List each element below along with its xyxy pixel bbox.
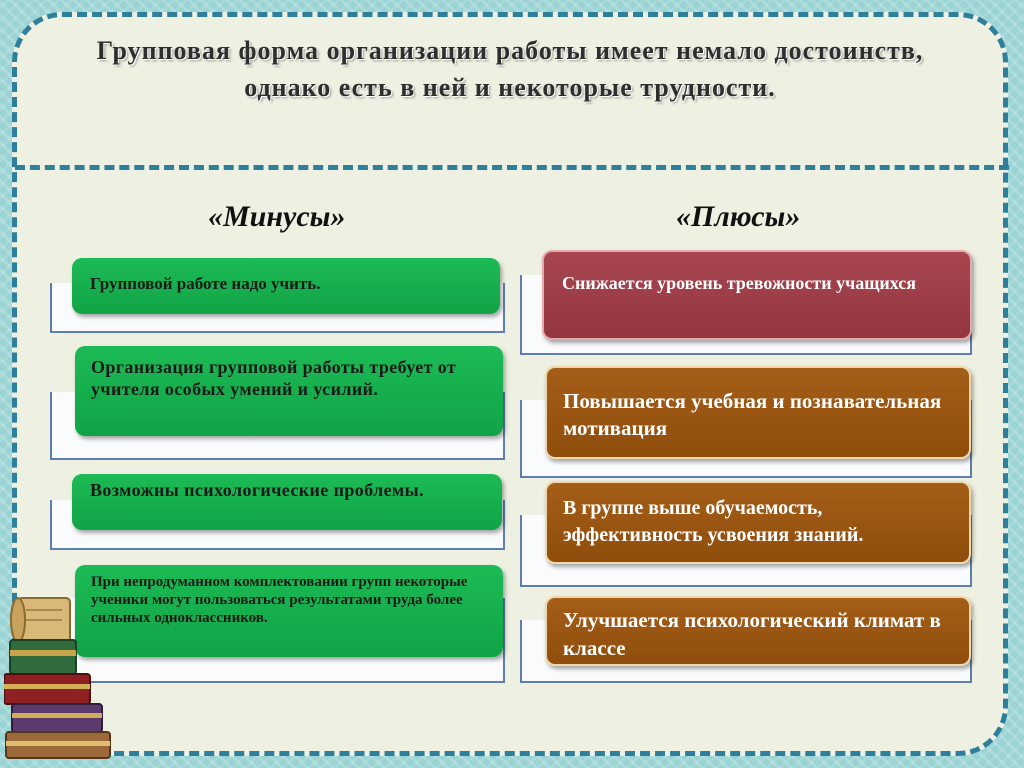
plus-item-4: Улучшается психологический климат в клас…	[545, 596, 971, 666]
minus-item-1: Групповой работе надо учить.	[72, 258, 500, 314]
minus-item-2-text: Организация групповой работы требует от …	[91, 357, 457, 399]
minus-item-3-text: Возможны психологические проблемы.	[90, 480, 425, 500]
plus-item-3-text: В группе выше обучаемость, эффективность…	[563, 497, 864, 546]
title-divider	[15, 165, 1009, 170]
minus-heading: «Минусы»	[208, 200, 346, 233]
books-stack-icon	[4, 597, 111, 759]
plus-item-4-text: Улучшается психологический климат в клас…	[563, 608, 941, 660]
minus-item-3: Возможны психологические проблемы.	[72, 474, 502, 530]
plus-item-1: Снижается уровень тревожности учащихся	[542, 250, 972, 340]
minus-item-4-text: При непродуманном комплектовании групп н…	[91, 574, 468, 626]
minus-item-4: При непродуманном комплектовании групп н…	[75, 565, 503, 657]
plus-item-1-text: Снижается уровень тревожности учащихся	[562, 273, 916, 293]
slide-title: Групповая форма организации работы имеет…	[96, 36, 924, 102]
plus-heading: «Плюсы»	[676, 200, 801, 233]
plus-item-2: Повышается учебная и познавательная моти…	[545, 366, 971, 459]
minus-item-1-text: Групповой работе надо учить.	[90, 274, 321, 293]
plus-item-3: В группе выше обучаемость, эффективность…	[545, 481, 971, 564]
minus-item-2: Организация групповой работы требует от …	[75, 346, 503, 436]
plus-item-2-text: Повышается учебная и познавательная моти…	[563, 389, 942, 440]
